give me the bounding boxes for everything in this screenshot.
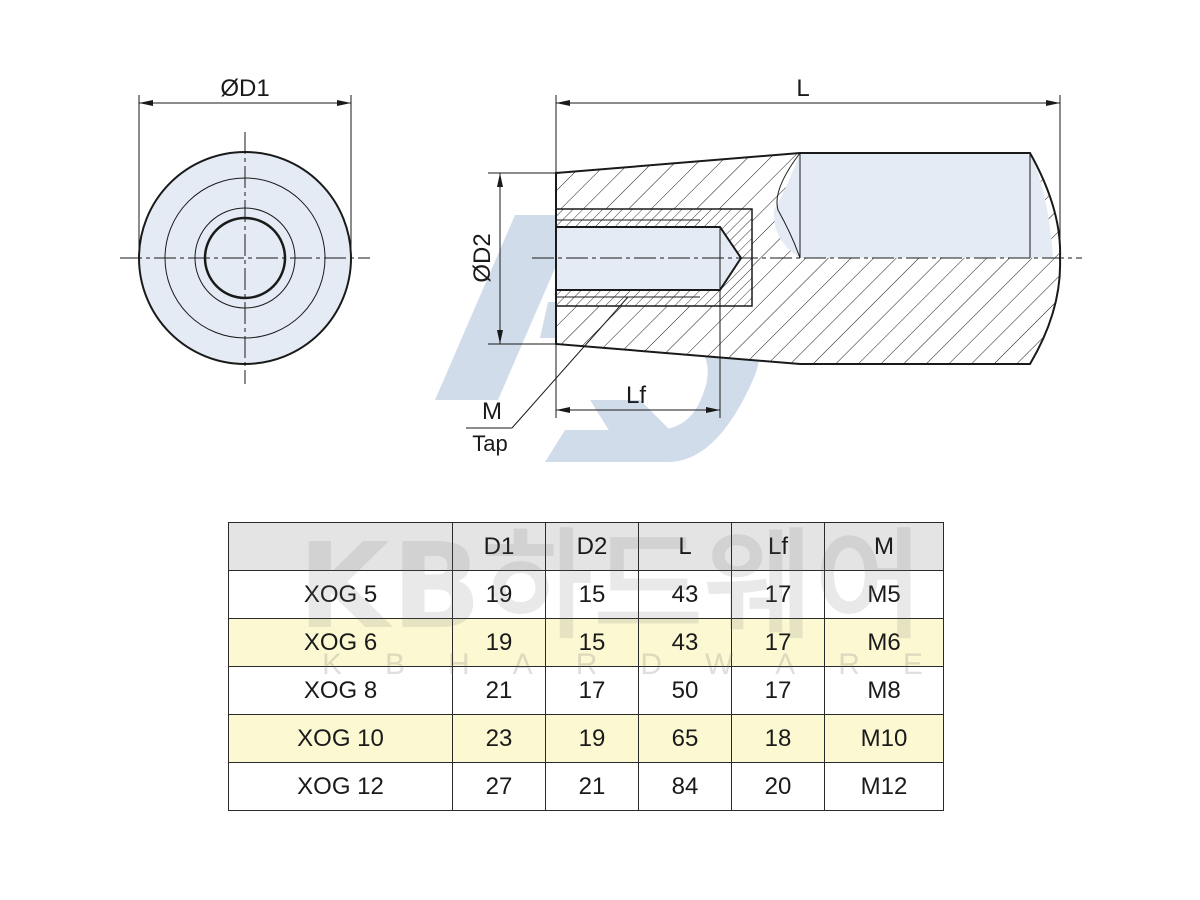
- arrow-head: [497, 173, 503, 187]
- table-cell: 43: [638, 618, 732, 667]
- table-row: XOG 5 19 15 43 17 M5: [228, 570, 944, 619]
- table-cell-model: XOG 12: [228, 762, 453, 811]
- table-cell: 17: [545, 666, 639, 715]
- arrow-head: [1046, 100, 1060, 106]
- technical-drawing: ØD1 L ØD2: [120, 75, 1082, 462]
- table-cell: 17: [731, 570, 825, 619]
- section-boundary: [776, 152, 801, 259]
- table-row: XOG 8 21 17 50 17 M8: [228, 666, 944, 715]
- table-row: XOG 12 27 21 84 20 M12: [228, 762, 944, 811]
- dimension-label-d2: ØD2: [469, 233, 496, 282]
- table-cell: 19: [545, 714, 639, 763]
- arrow-head: [556, 100, 570, 106]
- side-section-view: L ØD2 Lf M Tap: [466, 75, 1082, 456]
- table-cell-model: XOG 8: [228, 666, 453, 715]
- dimension-label-tap: Tap: [472, 431, 507, 456]
- arrow-head: [706, 407, 720, 413]
- table-cell: M6: [824, 618, 944, 667]
- table-cell: 18: [731, 714, 825, 763]
- table-cell-model: XOG 5: [228, 570, 453, 619]
- table-row: XOG 10 23 19 65 18 M10: [228, 714, 944, 763]
- table-cell: 84: [638, 762, 732, 811]
- table-cell: 17: [731, 666, 825, 715]
- dimension-label-lf: Lf: [626, 382, 646, 409]
- arrow-head: [139, 100, 153, 106]
- table-cell: 15: [545, 618, 639, 667]
- dimension-label-d1: ØD1: [220, 75, 269, 102]
- arrow-head: [497, 330, 503, 344]
- table-cell: M8: [824, 666, 944, 715]
- leader-line: [511, 296, 629, 429]
- table-cell: 23: [452, 714, 546, 763]
- table-cell: 17: [731, 618, 825, 667]
- spec-table: D1 D2 L Lf M XOG 5 19 15 43 17 M5 XOG 6 …: [228, 522, 944, 811]
- table-cell: M12: [824, 762, 944, 811]
- table-header-cell: [228, 522, 453, 571]
- table-row: XOG 6 19 15 43 17 M6: [228, 618, 944, 667]
- table-cell: 27: [452, 762, 546, 811]
- end-view: ØD1: [120, 75, 370, 384]
- table-cell: 19: [452, 618, 546, 667]
- table-cell: 50: [638, 666, 732, 715]
- dimension-label-l: L: [796, 75, 809, 102]
- table-cell: M10: [824, 714, 944, 763]
- arrow-head: [556, 407, 570, 413]
- table-header-row: D1 D2 L Lf M: [228, 522, 944, 571]
- table-cell: 21: [452, 666, 546, 715]
- table-header-cell: Lf: [731, 522, 825, 571]
- table-cell: 15: [545, 570, 639, 619]
- arrow-head: [337, 100, 351, 106]
- table-header-cell: M: [824, 522, 944, 571]
- dimension-label-m: M: [482, 398, 502, 425]
- table-header-cell: D1: [452, 522, 546, 571]
- unsectioned-area: [773, 153, 1053, 258]
- table-cell: 43: [638, 570, 732, 619]
- table-cell: 65: [638, 714, 732, 763]
- table-header-cell: D2: [545, 522, 639, 571]
- table-cell-model: XOG 10: [228, 714, 453, 763]
- table-cell: 19: [452, 570, 546, 619]
- table-cell: 21: [545, 762, 639, 811]
- table-cell: 20: [731, 762, 825, 811]
- table-header-cell: L: [638, 522, 732, 571]
- table-cell: M5: [824, 570, 944, 619]
- table-cell-model: XOG 6: [228, 618, 453, 667]
